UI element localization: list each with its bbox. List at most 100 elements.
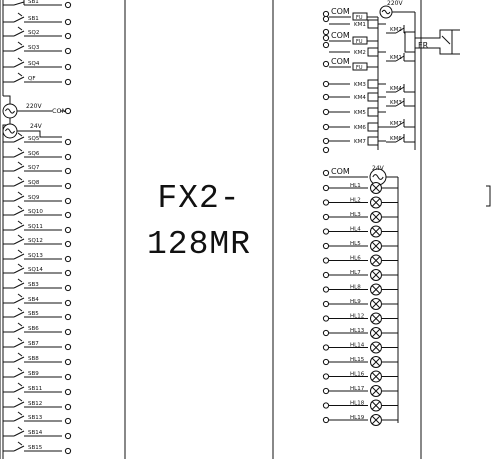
input-label: SB14 (28, 430, 43, 436)
interlock-contact (395, 100, 405, 107)
switch-actuator (17, 234, 23, 239)
switch-actuator (17, 397, 23, 402)
lamp-cross (371, 198, 381, 207)
lamp-terminal (322, 402, 330, 409)
input-terminal (64, 63, 72, 71)
input-terminal (64, 447, 72, 455)
no-switch-blade (13, 371, 25, 378)
input-terminal (64, 403, 72, 411)
output-terminal (322, 137, 330, 145)
lamp-cross (371, 328, 381, 338)
input-terminal (64, 226, 72, 234)
input-terminal (64, 432, 72, 440)
input-terminal (64, 182, 72, 190)
input-label: SQ4 (28, 61, 40, 67)
switch-actuator (17, 161, 23, 166)
input-terminal (64, 417, 72, 425)
supply-wire (17, 130, 62, 138)
lamp-cross (371, 183, 381, 193)
lamp-cross (371, 212, 381, 222)
no-switch-blade (13, 165, 25, 172)
interlock-label: KM1 (390, 55, 402, 61)
lamp-terminal (322, 199, 330, 206)
switch-actuator (17, 41, 23, 46)
no-switch-blade (13, 326, 25, 333)
output-terminal (322, 15, 330, 23)
lamp-label: HL9 (350, 299, 361, 305)
lamp-label: HL1 (350, 183, 361, 189)
no-switch-blade (13, 195, 25, 202)
output-terminal (322, 80, 330, 88)
input-label: SB6 (28, 326, 39, 332)
lamp-label: HL13 (350, 328, 365, 334)
input-label: SB8 (28, 356, 39, 362)
lamp-terminal (322, 373, 330, 380)
supply-wire (3, 95, 11, 104)
lamp-terminal (322, 358, 330, 366)
lamp-com-label: COM (331, 167, 350, 176)
coil (367, 107, 379, 117)
no-switch-blade (13, 311, 25, 318)
coil-label: KM7 (354, 139, 366, 145)
lamp-cross (371, 285, 381, 294)
no-switch-blade (13, 341, 25, 348)
no-switch-blade (13, 209, 25, 216)
coil-label: KM2 (354, 50, 366, 56)
input-label: SB3 (28, 282, 39, 288)
interlock-label: KM4 (390, 86, 402, 92)
switch-actuator (17, 293, 23, 298)
output-220v-source-wave (381, 9, 391, 15)
no-switch-blade (13, 253, 25, 260)
lamp-label: HL18 (350, 401, 365, 407)
lamp-label: HL2 (350, 198, 361, 204)
input-label: SB5 (28, 311, 39, 317)
lamp-label: HL16 (350, 372, 365, 378)
input-24v-label: 24V (30, 123, 43, 130)
input-label: SQ10 (28, 209, 43, 215)
input-label: SQ9 (28, 195, 40, 201)
input-label: SQ5 (28, 136, 40, 142)
interlock-contact (395, 121, 405, 128)
lamp-terminal (322, 286, 330, 293)
lamp-terminal (322, 271, 330, 279)
coil (367, 92, 379, 102)
output-com-terminal (322, 34, 330, 42)
input-terminal (64, 343, 72, 351)
no-switch-blade (13, 151, 25, 158)
input-label: SB1 (28, 16, 39, 22)
input-label: SB12 (28, 401, 42, 407)
no-switch-blade (13, 30, 25, 37)
fr-contact (441, 35, 451, 45)
lamp-label: HL17 (350, 386, 365, 392)
interlock-label: KM6 (390, 136, 402, 142)
lamp-terminal (322, 300, 330, 308)
output-terminal (322, 93, 330, 101)
no-switch-blade (13, 45, 25, 52)
input-label: SQ14 (28, 267, 43, 273)
input-terminal (64, 32, 72, 40)
lamp-terminal (322, 344, 330, 351)
no-switch-blade (13, 445, 25, 452)
input-terminal (64, 211, 72, 219)
lamp-label: HL14 (350, 343, 365, 349)
input-terminal (64, 167, 72, 175)
output-terminal (322, 146, 330, 154)
lamp-cross (371, 299, 381, 309)
no-switch-blade (13, 76, 25, 83)
no-switch-blade (13, 401, 25, 408)
no-switch-blade (13, 282, 25, 289)
output-terminal (322, 123, 330, 131)
switch-actuator (17, 411, 23, 416)
interlock-label: KM2 (390, 27, 402, 33)
lamp-terminal (322, 242, 330, 250)
lamp-label: HL8 (350, 285, 361, 291)
plc-model-line1: FX2- (157, 180, 241, 217)
coil-label: KM1 (354, 22, 366, 28)
thermal-relay (404, 31, 416, 53)
coil (367, 47, 379, 57)
input-label: SQ8 (28, 180, 40, 186)
coil-label: KM3 (354, 82, 366, 88)
lamp-cross (371, 401, 381, 410)
no-switch-blade (13, 430, 25, 437)
